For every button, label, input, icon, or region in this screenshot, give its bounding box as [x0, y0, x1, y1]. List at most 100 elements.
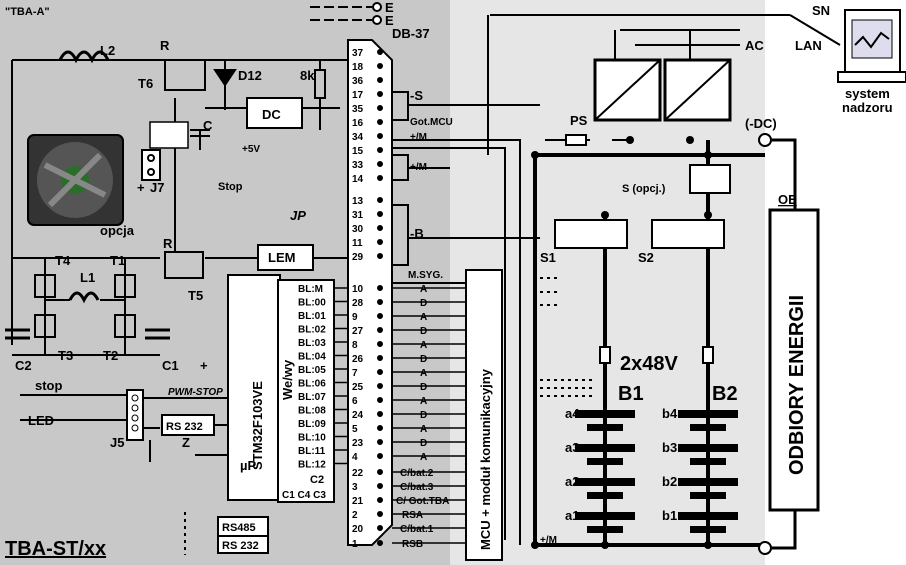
bl-label: BL:09 — [298, 419, 326, 430]
bl-label: BL:12 — [298, 460, 326, 471]
connector-pin — [377, 453, 383, 459]
energy-loads-box — [768, 208, 820, 512]
comm-module-box — [465, 269, 503, 561]
pin-number: 25 — [352, 382, 364, 393]
pin-number: 23 — [352, 438, 364, 449]
label-b2-cell: b2 — [662, 474, 677, 489]
label-wewy: We/wy — [280, 359, 295, 400]
bl-label: BL:08 — [298, 406, 326, 417]
dotted-signal-lines — [184, 277, 595, 555]
label-a1: a1 — [565, 508, 579, 523]
ps-fuse — [565, 134, 587, 146]
ad-label: D — [420, 438, 427, 449]
label-dc-minus: (-DC) — [745, 116, 777, 131]
label-t1: T1 — [110, 253, 125, 268]
label-plus-m1: +/M — [410, 132, 427, 143]
label-l2: L2 — [100, 43, 115, 58]
label-c-bat3: C/bat.3 — [400, 482, 434, 493]
label-b1: B1 — [618, 383, 644, 405]
connector-pin — [377, 161, 383, 167]
label-msyg: M.SYG. — [408, 270, 443, 281]
label-a3: a3 — [565, 440, 579, 455]
pin-number: 9 — [352, 312, 358, 323]
bl-label: BL:10 — [298, 433, 326, 444]
label-2x48v: 2x48V — [620, 353, 678, 375]
label-mcu: STM32F103VE — [250, 381, 265, 470]
pin-number: 1 — [352, 539, 358, 550]
bl-label: BL:02 — [298, 325, 326, 336]
label-b4: b4 — [662, 406, 678, 421]
pin-number: 30 — [352, 224, 364, 235]
battery-plate-long — [678, 478, 738, 486]
label-pwm-stop: PWM-STOP — [168, 387, 223, 398]
bl-label: BL:06 — [298, 379, 326, 390]
label-d12: D12 — [238, 68, 262, 83]
ad-label: A — [420, 368, 427, 379]
pin-number: 31 — [352, 210, 364, 221]
label-c-bat1: C/bat.1 — [400, 524, 434, 535]
battery-plate-short — [690, 492, 726, 499]
label-t6: T6 — [138, 76, 153, 91]
label-odbiory: ODBIORY ENERGII — [786, 295, 808, 475]
label-s-opcj: S (opcj.) — [622, 183, 666, 195]
connector-pin — [377, 397, 383, 403]
pin-number: 27 — [352, 326, 364, 337]
battery-plate-short — [587, 526, 623, 533]
relay-s1 — [554, 219, 628, 249]
label-c1: C1 — [162, 358, 179, 373]
battery-plate-long — [575, 512, 635, 520]
connector-pin — [377, 175, 383, 181]
battery-plate-short — [587, 492, 623, 499]
pin-number: 35 — [352, 104, 364, 115]
connector-pin — [377, 285, 383, 291]
connector-pin — [377, 411, 383, 417]
connector-pin — [377, 525, 383, 531]
label-a4: a4 — [565, 406, 580, 421]
pin-number: 6 — [352, 396, 358, 407]
label-z: Z — [182, 435, 190, 450]
ad-label: A — [420, 284, 427, 295]
connector-pin — [377, 483, 383, 489]
label-db37: DB-37 — [392, 26, 430, 41]
label-c1-plus: + — [200, 358, 208, 373]
battery-plate-long — [678, 444, 738, 452]
label-jp: JP — [290, 208, 306, 223]
label-s1: S1 — [540, 250, 556, 265]
label-e2: E — [385, 13, 394, 28]
battery-plate-long — [575, 444, 635, 452]
label-rs232-bottom: RS 232 — [222, 540, 259, 552]
pin-number: 5 — [352, 424, 358, 435]
bl-label: BL:03 — [298, 338, 326, 349]
pin-number: 36 — [352, 76, 364, 87]
label-ac: AC — [745, 38, 764, 53]
ad-label: D — [420, 382, 427, 393]
label-r-top: R — [160, 38, 170, 53]
battery-plate-short — [690, 458, 726, 465]
ad-label: D — [420, 326, 427, 337]
battery-plate-short — [587, 424, 623, 431]
bl-labels: BL:MBL:00BL:01BL:02BL:03BL:04BL:05BL:06B… — [298, 284, 348, 471]
label-ps: PS — [570, 113, 588, 128]
connector-pin — [377, 425, 383, 431]
connector-pin — [377, 540, 383, 546]
bl-label: BL:01 — [298, 311, 326, 322]
connector-wiring — [392, 91, 540, 545]
connector-pin — [377, 197, 383, 203]
ad-label: A — [420, 452, 427, 463]
label-8k: 8k — [300, 68, 315, 83]
connector-pin — [377, 211, 383, 217]
connector-pins — [377, 49, 383, 546]
connector-pin — [377, 511, 383, 517]
label-tba-st: TBA-ST/xx — [5, 538, 106, 560]
label-tba-a: "TBA-A" — [5, 6, 50, 18]
ad-label: A — [420, 340, 427, 351]
connector-pin — [377, 497, 383, 503]
dc-converter-box — [246, 97, 303, 129]
connector-pin — [377, 299, 383, 305]
label-stop: stop — [35, 378, 63, 393]
connector-pin — [377, 225, 383, 231]
relay-s-optional — [689, 164, 731, 194]
monitoring-computer — [837, 9, 906, 83]
